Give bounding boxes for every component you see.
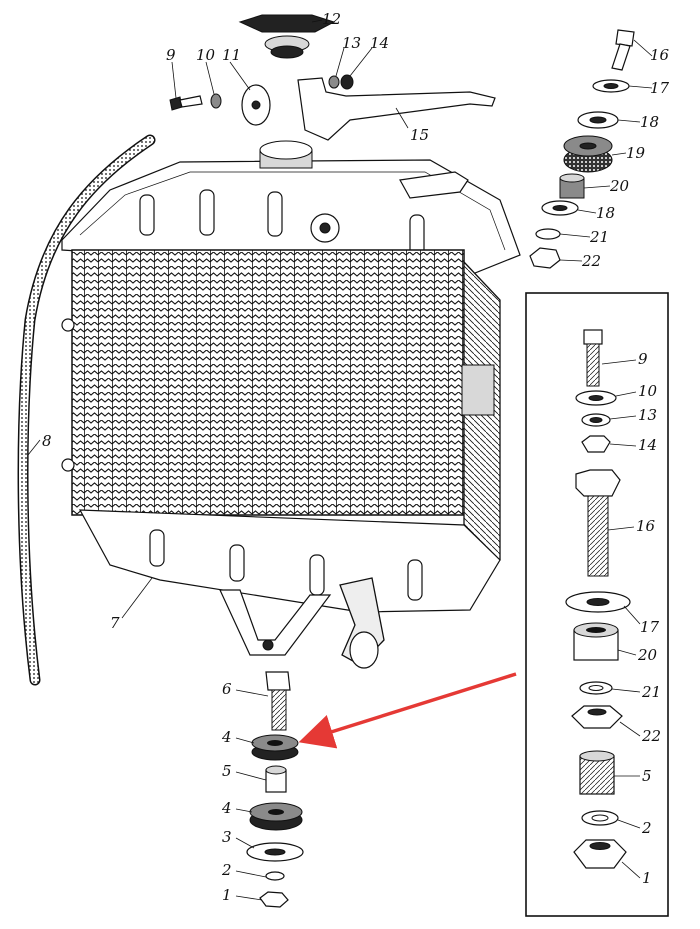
callout-1: 1 xyxy=(222,886,232,904)
callout-4-bottom: 4 xyxy=(221,799,232,817)
detail-inset xyxy=(525,292,669,917)
inset-callout-17: 17 xyxy=(640,618,660,636)
callout-3: 3 xyxy=(222,828,232,846)
cushion-4-bottom xyxy=(249,802,303,831)
callout-18-bottom: 18 xyxy=(596,204,615,222)
inset-callout-10: 10 xyxy=(638,382,658,400)
callout-4-top: 4 xyxy=(221,728,232,746)
callout-20: 20 xyxy=(609,177,630,195)
inset-callout-20: 20 xyxy=(637,646,658,664)
washer-10 xyxy=(210,93,222,109)
inset-callout-16: 16 xyxy=(636,517,656,535)
radiator-assembly xyxy=(61,140,521,669)
callout-7: 7 xyxy=(110,614,120,632)
bolt-9 xyxy=(169,95,203,111)
spacer-5 xyxy=(265,765,287,793)
nut-1 xyxy=(259,891,289,908)
callout-16: 16 xyxy=(650,46,670,64)
inset-callout-9: 9 xyxy=(638,350,648,368)
bolt-6 xyxy=(265,671,291,731)
inset-callout-14: 14 xyxy=(638,436,657,454)
callout-13: 13 xyxy=(342,34,361,52)
inset-callout-22: 22 xyxy=(641,727,661,745)
callout-12: 12 xyxy=(322,10,341,28)
callout-22: 22 xyxy=(581,252,601,270)
inset-callout-5: 5 xyxy=(642,767,652,785)
callout-15: 15 xyxy=(410,126,429,144)
inset-callout-1: 1 xyxy=(642,869,652,887)
callout-19: 19 xyxy=(626,144,646,162)
radiator-bottom-tank xyxy=(78,509,501,613)
callout-5: 5 xyxy=(222,762,232,780)
bolt-16 xyxy=(611,29,635,71)
inset-callout-21: 21 xyxy=(641,683,661,701)
lockwasher-2 xyxy=(265,871,285,881)
lockwasher-21 xyxy=(535,228,561,240)
cushion-4-top xyxy=(251,734,299,761)
callout-10: 10 xyxy=(196,46,216,64)
leader-lines xyxy=(27,19,653,901)
callout-9: 9 xyxy=(166,46,176,64)
callout-8: 8 xyxy=(42,432,52,450)
callout-labels: 1 2 3 4 5 4 6 7 8 9 10 11 12 13 14 15 16… xyxy=(42,10,670,904)
callout-18-top: 18 xyxy=(640,113,659,131)
inset-callout-2: 2 xyxy=(641,819,652,837)
callout-21: 21 xyxy=(589,228,609,246)
nut-14 xyxy=(340,74,354,90)
red-pointer-arrow xyxy=(298,672,517,749)
callout-6: 6 xyxy=(222,680,232,698)
bushing-20 xyxy=(559,173,585,199)
inset-callout-13: 13 xyxy=(638,406,657,424)
filler-cap-12 xyxy=(238,14,336,59)
callout-2: 2 xyxy=(221,861,232,879)
callout-11: 11 xyxy=(222,46,241,64)
callout-14: 14 xyxy=(370,34,389,52)
bottom-bracket xyxy=(219,589,332,656)
rubber-cushion-19 xyxy=(563,135,613,173)
callout-17: 17 xyxy=(650,79,670,97)
radiator-core xyxy=(71,249,465,516)
nut-22 xyxy=(529,247,561,269)
washer-13 xyxy=(328,75,340,89)
